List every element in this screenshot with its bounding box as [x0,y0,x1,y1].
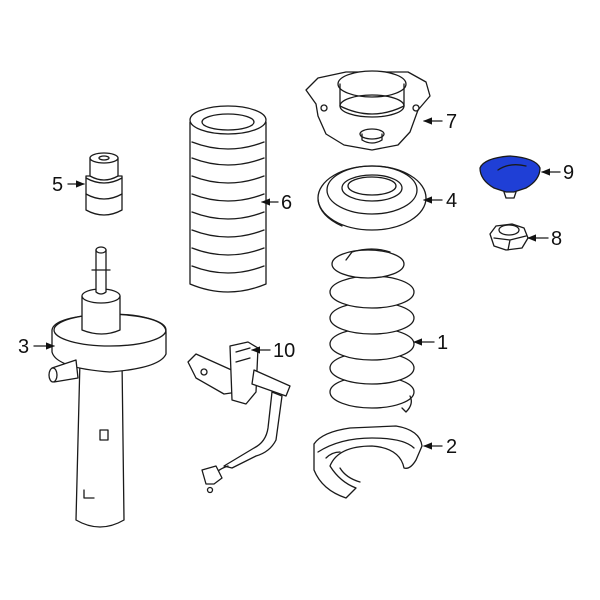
spring-seat-shield-drawing[interactable] [313,425,423,499]
callout-1: 1 [437,332,448,354]
coil-spring-drawing[interactable] [329,248,415,413]
level-sensor-drawing[interactable] [187,341,291,494]
callout-labels: 7 4 9 8 5 6 3 10 1 2 [18,111,574,458]
dust-boot-drawing[interactable] [189,105,267,293]
callout-6: 6 [281,192,292,214]
callout-10: 10 [273,340,295,362]
nut-drawing[interactable] [489,223,529,251]
callout-5: 5 [52,174,63,196]
callout-9: 9 [563,162,574,184]
strut-assembly-drawing[interactable] [48,246,167,528]
cap-highlight [479,155,541,193]
callout-4: 4 [446,190,457,212]
bump-stop-drawing[interactable] [85,152,123,216]
callout-2: 2 [446,436,457,458]
upper-spring-seat-drawing[interactable] [317,165,427,231]
cap-drawing[interactable] [479,155,541,199]
strut-mount-drawing[interactable] [305,70,431,151]
callout-3: 3 [18,336,29,358]
callout-8: 8 [551,228,562,250]
leader-arrows [33,117,561,450]
callout-7: 7 [446,111,457,133]
